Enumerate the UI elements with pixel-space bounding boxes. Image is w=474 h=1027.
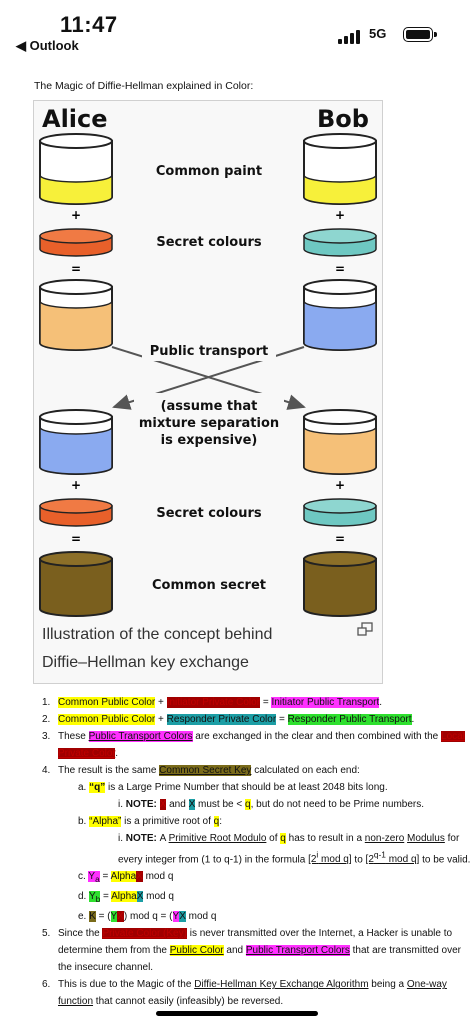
common-paint-label: Common paint [156, 164, 262, 179]
bob-equals-2: = [335, 532, 345, 546]
alice-secret-colour-disc-2 [39, 498, 113, 527]
alice-common-paint-jar [39, 133, 113, 205]
paint-mixing-diagram: Alice Bob Common paint + + Secret colour… [39, 105, 377, 617]
bob-secret-colour-disc-2 [303, 498, 377, 527]
list-item: 2.Common Public Color + Responder Privat… [42, 714, 415, 725]
network-label: 5G [369, 26, 387, 41]
secret-colours-label-1: Secret colours [156, 235, 262, 250]
explanation-list: 1.Common Public Color + Initiator Privat… [32, 694, 473, 1010]
bob-common-secret-jar [303, 551, 377, 617]
status-bar: 11:47 ◀ Outlook 5G [0, 0, 474, 60]
bob-mixture-jar [303, 279, 377, 351]
signal-icon [338, 30, 360, 44]
bob-common-paint-jar [303, 133, 377, 205]
alice-plus-2: + [71, 478, 81, 492]
expand-image-icon[interactable] [357, 622, 373, 636]
common-secret-label: Common secret [152, 578, 266, 593]
home-indicator[interactable] [156, 1011, 318, 1016]
back-to-outlook-button[interactable]: ◀ Outlook [16, 38, 79, 53]
caption-line-2: Diffie–Hellman key exchange [42, 654, 249, 671]
alice-plus-1: + [71, 208, 81, 222]
bob-received-jar [303, 409, 377, 475]
list-item: 6.This is due to the Magic of the Diffie… [42, 979, 447, 1008]
list-item: 4.The result is the same Common Secret K… [42, 765, 471, 923]
public-transport-label: Public transport [150, 344, 269, 359]
alice-equals-2: = [71, 532, 81, 546]
diffie-hellman-figure: Alice Bob Common paint + + Secret colour… [33, 100, 383, 684]
status-time: 11:47 [60, 12, 118, 37]
alice-label: Alice [42, 105, 108, 133]
alice-equals-1: = [71, 262, 81, 276]
list-item: 1.Common Public Color + Initiator Privat… [42, 697, 383, 708]
bob-plus-1: + [335, 208, 345, 222]
alice-mixture-jar [39, 279, 113, 351]
list-item: 3.These Public Transport Colors are exch… [42, 731, 465, 759]
bob-plus-2: + [335, 478, 345, 492]
secret-colours-label-2: Secret colours [156, 506, 262, 521]
assume-line-3: is expensive) [161, 433, 258, 448]
assume-line-1: (assume that [161, 399, 258, 414]
intro-text: The Magic of Diffie-Hellman explained in… [34, 80, 254, 92]
battery-icon [403, 27, 437, 42]
caption-line-1: Illustration of the concept behind [42, 626, 273, 643]
alice-secret-colour-disc [39, 228, 113, 257]
assume-line-2: mixture separation [139, 416, 279, 431]
figure-caption: Illustration of the concept behind Diffi… [42, 621, 272, 677]
bob-secret-colour-disc [303, 228, 377, 257]
alice-received-jar [39, 409, 113, 475]
alice-common-secret-jar [39, 551, 113, 617]
bob-label: Bob [317, 105, 369, 133]
bob-equals-1: = [335, 262, 345, 276]
list-item: 5.Since the Private Color (Key) is never… [42, 928, 461, 974]
